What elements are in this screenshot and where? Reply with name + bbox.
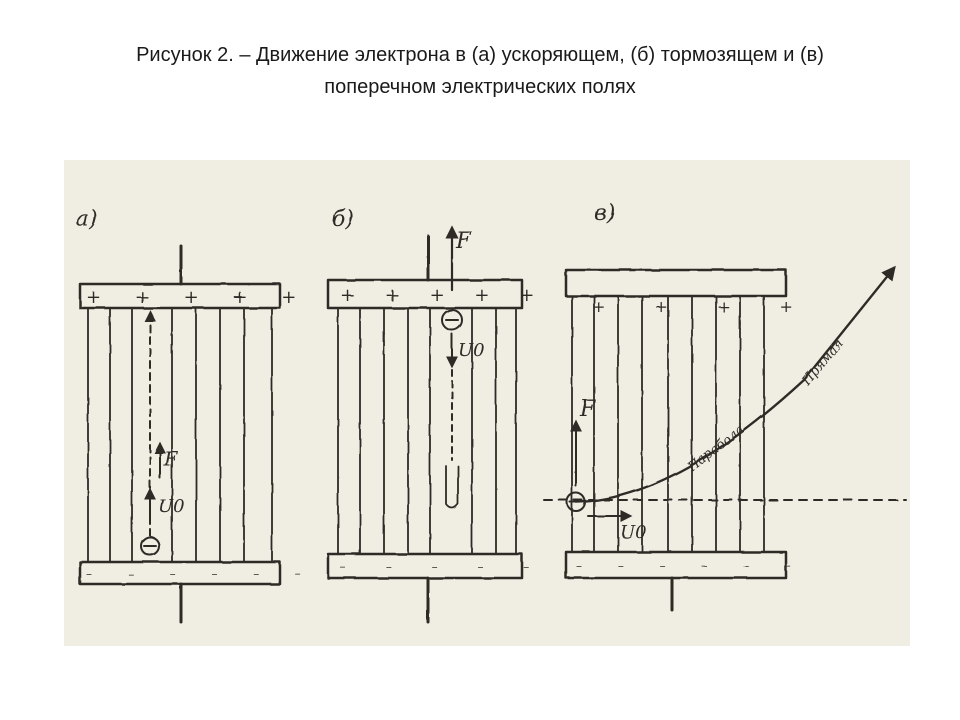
panel-c-label: в) [594, 201, 615, 226]
panel-c-plate-plus: + + + + [592, 297, 815, 316]
panel-c-velocity-label: U0 [620, 522, 647, 543]
panel-b-plate-minus: – – – – – [340, 560, 547, 574]
panel-b-force-label: F [455, 229, 472, 254]
panel-a-label: а) [76, 207, 98, 232]
figure-caption-line-2: поперечном электрических полях [324, 76, 636, 98]
panel-a-electron [140, 536, 160, 556]
panel-b-positive-plate [326, 278, 524, 310]
panel-b-plate-plus: + + + + + [340, 285, 546, 306]
panel-a-plate-plus: + + + + + [86, 287, 310, 308]
panel-b-field-lines [337, 307, 517, 555]
panel-c: в) + + + + F U0 Парабола П [543, 201, 907, 612]
panel-a-velocity-label: U0 [158, 496, 185, 517]
panel-a-force-label: F [163, 447, 179, 471]
panel-c-negative-plate [564, 550, 788, 580]
panel-c-force-label: F [579, 397, 596, 422]
panel-c-electron [566, 492, 586, 512]
panel-b-return-loop [445, 465, 459, 509]
panel-a: а) + + + + + F U0 – – – – – – [76, 207, 317, 624]
panel-b-velocity-label: U0 [458, 340, 485, 361]
panel-a-positive-plate [78, 282, 282, 310]
panel-c-straight-label: Прямая [799, 336, 847, 389]
panel-a-plate-minus: – – – – – – [86, 567, 317, 581]
panel-b-negative-plate [326, 552, 524, 580]
figure-caption-line-1: Рисунок 2. – Движение электрона в (а) ус… [136, 44, 824, 66]
panel-c-trajectory [574, 265, 896, 504]
scanned-figure: а) + + + + + F U0 – – – – – – [64, 160, 910, 646]
panel-b: б) + + + + + F U0 – – – – – [326, 207, 547, 624]
panel-c-plate-minus: – – – – – – [576, 559, 807, 573]
panel-a-field-lines [87, 307, 273, 563]
panel-b-label: б) [332, 207, 354, 232]
field-diagrams: а) + + + + + F U0 – – – – – – [76, 201, 907, 624]
panel-c-positive-plate [564, 268, 788, 298]
panel-b-electron [441, 309, 463, 331]
